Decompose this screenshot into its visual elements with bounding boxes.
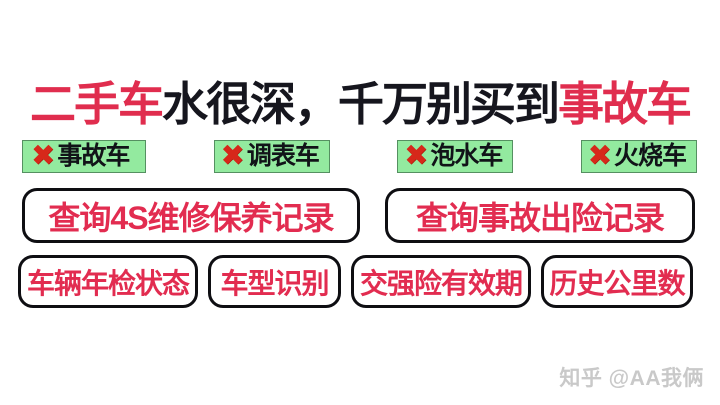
- cross-mark-icon: ✖: [587, 140, 612, 172]
- query-accident-insurance-records-button[interactable]: 查询事故出险记录: [385, 188, 695, 243]
- title-black-middle: 水很深，千万别买到: [162, 78, 560, 130]
- cross-mark-icon: ✖: [31, 140, 56, 172]
- query-4s-maintenance-records-button[interactable]: 查询4S维修保养记录: [22, 188, 360, 243]
- badge-label: 泡水车: [430, 142, 503, 170]
- badge-label: 事故车: [57, 142, 130, 170]
- badge-fire-damaged-car: ✖ 火烧车: [580, 140, 697, 173]
- cross-mark-icon: ✖: [404, 140, 429, 172]
- zhihu-watermark: 知乎 @AA我俩: [559, 367, 704, 390]
- compulsory-insurance-validity-button[interactable]: 交强险有效期: [351, 255, 531, 308]
- badge-accident-car: ✖ 事故车: [22, 140, 147, 173]
- historical-mileage-button[interactable]: 历史公里数: [541, 255, 693, 308]
- title-red-prefix: 二手车: [30, 78, 164, 130]
- feature-buttons-row: 车辆年检状态 车型识别 交强险有效期 历史公里数: [18, 255, 693, 308]
- vehicle-model-identification-button[interactable]: 车型识别: [208, 255, 341, 308]
- badge-flooded-car: ✖ 泡水车: [397, 140, 514, 173]
- badge-label: 火烧车: [613, 142, 687, 170]
- title-red-suffix: 事故车: [558, 78, 692, 130]
- badge-label: 调表车: [246, 142, 320, 170]
- query-buttons-row: 查询4S维修保养记录 查询事故出险记录: [22, 188, 695, 243]
- vehicle-inspection-status-button[interactable]: 车辆年检状态: [18, 255, 198, 308]
- warning-badges-row: ✖ 事故车 ✖ 调表车 ✖ 泡水车 ✖ 火烧车: [22, 140, 697, 173]
- cross-mark-icon: ✖: [220, 140, 245, 172]
- badge-odometer-tampered-car: ✖ 调表车: [213, 140, 330, 173]
- page-title: 二手车水很深，千万别买到事故车: [0, 78, 720, 131]
